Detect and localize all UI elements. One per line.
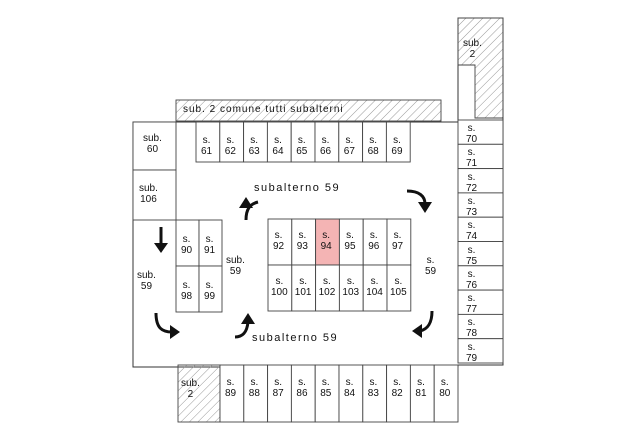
stall-cell [457, 338, 504, 364]
unit-sub106 [132, 169, 177, 221]
stall-label: s. 87 [272, 377, 284, 399]
unit-sub2-top-label: sub. 2 [463, 38, 482, 60]
stall-cell [386, 264, 412, 312]
stall-cell [385, 121, 411, 163]
stall-label: s. 62 [224, 135, 236, 157]
stall-cell [457, 119, 504, 145]
stall-cell [457, 168, 504, 194]
arrow-curved-icon [154, 312, 180, 339]
stall-label: s. 86 [296, 377, 308, 399]
stall-label: s. 95 [344, 230, 356, 252]
shared-area-label: sub. 2 comune tutti subalterni [183, 104, 344, 115]
stall-label: s. 79 [466, 341, 478, 364]
sub2-bottom-area [177, 364, 221, 423]
stall-label: s. 82 [391, 377, 403, 399]
stall-label: s. 65 [296, 135, 308, 157]
stall-label: s. 98 [181, 280, 193, 302]
stall-label: s. 67 [343, 135, 355, 157]
stall-label: s. 77 [466, 293, 478, 316]
stall-cell [457, 216, 504, 242]
stall-label: s. 76 [466, 268, 478, 291]
stall-label: s. 89 [225, 377, 237, 399]
stall-label: s. 63 [248, 135, 260, 157]
unit-sub60-label: sub. 60 [143, 133, 162, 155]
stall-label: s. 91 [204, 234, 216, 256]
stall-label: s. 78 [466, 317, 478, 340]
stall-cell [457, 289, 504, 315]
corridor-label-bottom: subalterno 59 [252, 332, 339, 344]
stall-label: s. 97 [392, 230, 404, 252]
stall-label: s. 75 [466, 244, 478, 267]
stall-label: s. 70 [466, 123, 478, 145]
stall-label: s. 105 [390, 276, 407, 298]
stall-cell [457, 313, 504, 340]
stall-label: s. 96 [368, 230, 380, 252]
stall-cell [457, 241, 504, 267]
stall-label: s. 66 [320, 135, 332, 157]
corridor-label-center: sub. 59 [226, 255, 245, 277]
stall-cell [198, 265, 223, 313]
stall-label: s. 92 [273, 230, 285, 252]
corridor-label-right: s. 59 [425, 255, 437, 277]
stall-label: s. 71 [466, 147, 478, 170]
arrow-curved-icon [406, 189, 432, 213]
corridor-label-left: sub. 59 [137, 270, 156, 292]
arrow-down-icon [154, 227, 168, 253]
stall-cell [457, 143, 504, 170]
stall-label: s. 90 [181, 234, 193, 256]
stall-label: s. 80 [439, 377, 451, 399]
stall-cell [433, 364, 459, 423]
corridor-label-top: subalterno 59 [254, 182, 341, 194]
stall-label: s. 69 [391, 135, 403, 157]
arrow-curved-icon [239, 197, 259, 221]
stall-label: s. 102 [318, 276, 336, 298]
unit-sub2-bottom-label: sub. 2 [181, 378, 200, 400]
highlighted-stall-label: s. 94 [320, 230, 332, 252]
stall-cell [457, 265, 504, 291]
shared-area [175, 99, 442, 122]
stall-label: s. 104 [366, 276, 383, 298]
stall-label: s. 103 [342, 276, 360, 298]
unit-sub60 [132, 121, 177, 171]
stall-label: s. 93 [296, 230, 308, 252]
stall-label: s. 68 [367, 135, 379, 157]
sub2-top-area [457, 17, 504, 119]
stall-label: s. 84 [344, 377, 356, 399]
stall-label: s. 74 [466, 220, 478, 243]
stall-label: s. 88 [248, 377, 260, 399]
stall-label: s. 73 [466, 195, 478, 218]
stall-label: s. 83 [367, 377, 379, 399]
stall-label: s. 81 [415, 377, 427, 399]
arrow-curved-icon [234, 313, 255, 339]
stall-label: s. 64 [272, 135, 284, 157]
stall-label: s. 99 [204, 280, 216, 302]
stall-label: s. 101 [294, 276, 312, 298]
stall-cell [457, 192, 504, 218]
unit-sub106-label: sub. 106 [139, 183, 158, 205]
arrow-curved-icon [412, 310, 434, 338]
stall-label: s. 100 [271, 276, 288, 298]
stall-label: s. 72 [466, 171, 478, 194]
stall-label: s. 61 [201, 135, 213, 157]
stall-label: s. 85 [320, 377, 332, 399]
